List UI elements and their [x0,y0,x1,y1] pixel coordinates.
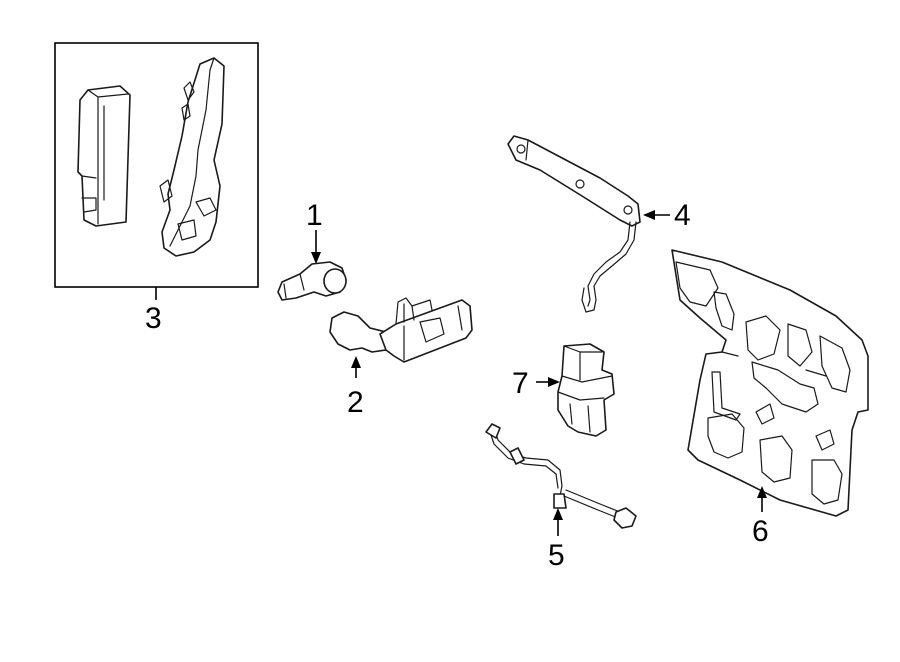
leader-6-arrow [757,486,767,498]
callout-5: 5 [548,539,565,572]
callout-1: 1 [306,199,323,232]
part-7-connector: 7 [512,343,615,437]
callout-2: 2 [347,386,364,419]
leader-4-arrow [643,210,655,220]
callout-4: 4 [674,199,691,232]
part-4-strip-harness: 4 [507,135,691,313]
leader-7-arrow [548,377,560,387]
part-3-group: 3 [54,42,259,335]
callout-6: 6 [752,515,769,548]
part-6-panel: 6 [671,249,869,548]
leader-1-arrow [311,252,321,264]
leader-5-arrow [553,508,563,520]
part-3-module [77,85,131,227]
callout-3: 3 [145,302,162,335]
leader-2-arrow [351,356,361,368]
part-5-harness: 5 [485,423,637,572]
callout-7: 7 [512,367,529,400]
part-2-sensor-bracket: 2 [329,297,473,419]
part-1-sensor: 1 [277,199,347,301]
part-3-bracket [159,57,225,257]
